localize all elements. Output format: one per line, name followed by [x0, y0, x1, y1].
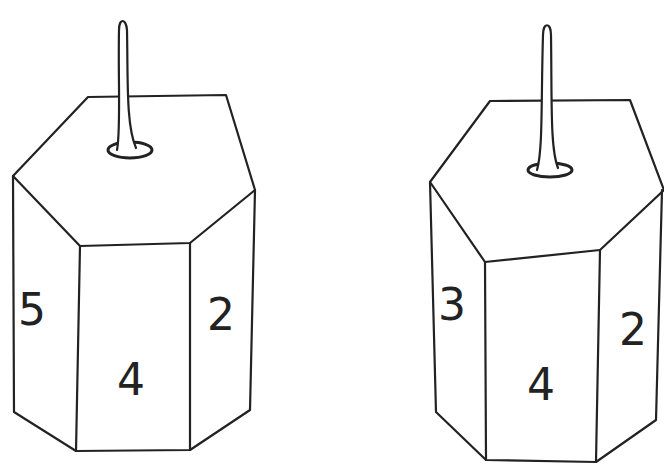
face-number: 4	[117, 358, 145, 402]
face-number: 4	[527, 363, 555, 407]
face-number: 2	[207, 293, 235, 337]
face-number: 5	[18, 288, 46, 332]
face-number: 2	[619, 308, 647, 352]
face-number: 3	[438, 283, 466, 327]
left-prism	[13, 21, 255, 451]
right-prism	[430, 25, 664, 462]
